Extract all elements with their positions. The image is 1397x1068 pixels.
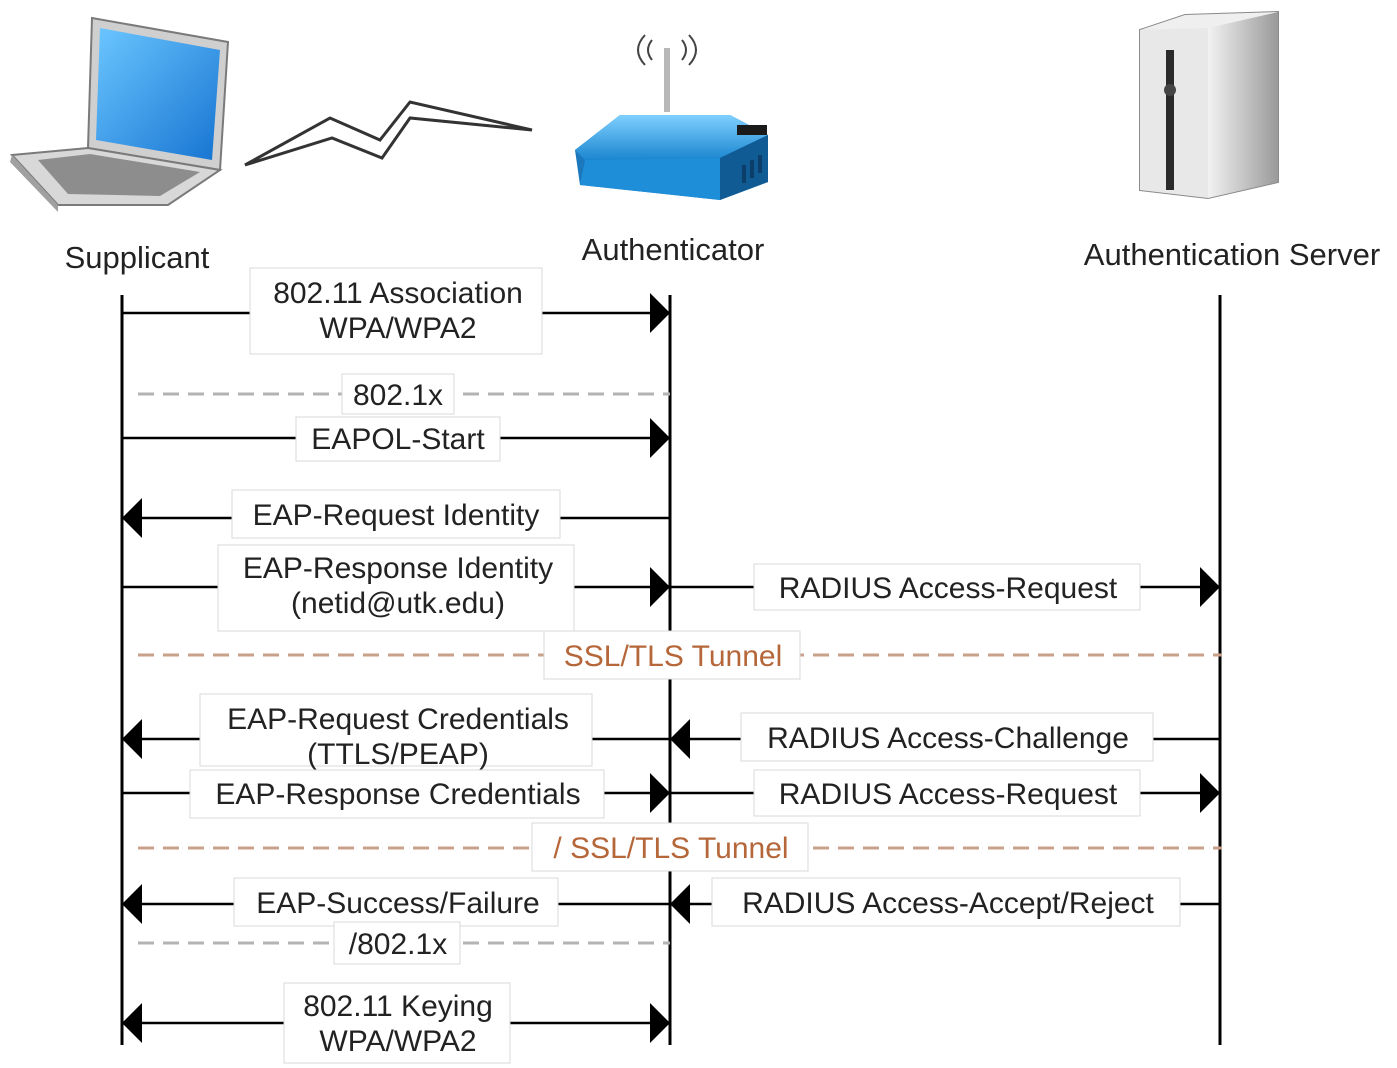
message-radius-access-challenge: RADIUS Access-Challenge bbox=[670, 712, 1220, 762]
svg-text:RADIUS Access-Challenge: RADIUS Access-Challenge bbox=[767, 722, 1129, 755]
svg-text:(netid@utk.edu): (netid@utk.edu) bbox=[291, 587, 505, 620]
authenticator-label: Authenticator bbox=[582, 232, 765, 267]
authentication-server-label: Authentication Server bbox=[1084, 237, 1380, 272]
message-8021x-start-dashed: 802.1x bbox=[138, 373, 670, 415]
svg-text:EAP-Response Credentials: EAP-Response Credentials bbox=[215, 778, 580, 811]
message-ssl-tls-tunnel-start: SSL/TLS Tunnel bbox=[138, 630, 1222, 680]
wireless-router-icon bbox=[575, 34, 768, 200]
message-eap-success-failure: EAP-Success/Failure bbox=[122, 877, 670, 927]
svg-text:/ SSL/TLS Tunnel: / SSL/TLS Tunnel bbox=[553, 832, 788, 865]
message-radius-access-request-2: RADIUS Access-Request bbox=[670, 769, 1220, 817]
laptop-icon bbox=[9, 16, 230, 212]
svg-text:SSL/TLS Tunnel: SSL/TLS Tunnel bbox=[564, 640, 782, 673]
message-eap-request-identity: EAP-Request Identity bbox=[122, 489, 670, 539]
wireless-link-bolt-icon bbox=[244, 100, 533, 167]
svg-text:EAP-Response Identity: EAP-Response Identity bbox=[243, 552, 553, 585]
svg-text:802.11 Association: 802.11 Association bbox=[273, 277, 523, 310]
message-80211-keying: 802.11 Keying WPA/WPA2 bbox=[122, 982, 670, 1064]
message-eap-request-credentials: EAP-Request Credentials (TTLS/PEAP) bbox=[122, 693, 670, 771]
svg-text:RADIUS Access-Accept/Reject: RADIUS Access-Accept/Reject bbox=[742, 887, 1154, 920]
server-tower-icon bbox=[1139, 10, 1279, 200]
message-eap-response-identity: EAP-Response Identity (netid@utk.edu) bbox=[122, 544, 670, 632]
message-eap-response-credentials: EAP-Response Credentials bbox=[122, 769, 670, 819]
svg-text:EAP-Success/Failure: EAP-Success/Failure bbox=[256, 887, 539, 920]
message-8021x-end-dashed: /802.1x bbox=[138, 921, 670, 965]
message-radius-access-accept-reject: RADIUS Access-Accept/Reject bbox=[670, 877, 1220, 927]
message-radius-access-request-1: RADIUS Access-Request bbox=[670, 563, 1220, 611]
svg-text:EAP-Request Credentials: EAP-Request Credentials bbox=[227, 703, 569, 736]
svg-text:RADIUS Access-Request: RADIUS Access-Request bbox=[779, 778, 1118, 811]
svg-text:802.11 Keying: 802.11 Keying bbox=[303, 990, 493, 1023]
message-80211-association: 802.11 Association WPA/WPA2 bbox=[122, 267, 670, 355]
supplicant-label: Supplicant bbox=[65, 240, 210, 275]
svg-text:/802.1x: /802.1x bbox=[349, 928, 447, 961]
svg-text:EAP-Request Identity: EAP-Request Identity bbox=[253, 499, 540, 532]
svg-text:WPA/WPA2: WPA/WPA2 bbox=[319, 312, 476, 345]
message-ssl-tls-tunnel-end: / SSL/TLS Tunnel bbox=[138, 822, 1222, 872]
svg-text:EAPOL-Start: EAPOL-Start bbox=[311, 423, 485, 456]
svg-text:(TTLS/PEAP): (TTLS/PEAP) bbox=[307, 738, 489, 771]
svg-text:RADIUS Access-Request: RADIUS Access-Request bbox=[779, 572, 1118, 605]
message-eapol-start: EAPOL-Start bbox=[122, 416, 670, 462]
svg-text:WPA/WPA2: WPA/WPA2 bbox=[319, 1025, 476, 1058]
svg-text:802.1x: 802.1x bbox=[353, 379, 443, 412]
